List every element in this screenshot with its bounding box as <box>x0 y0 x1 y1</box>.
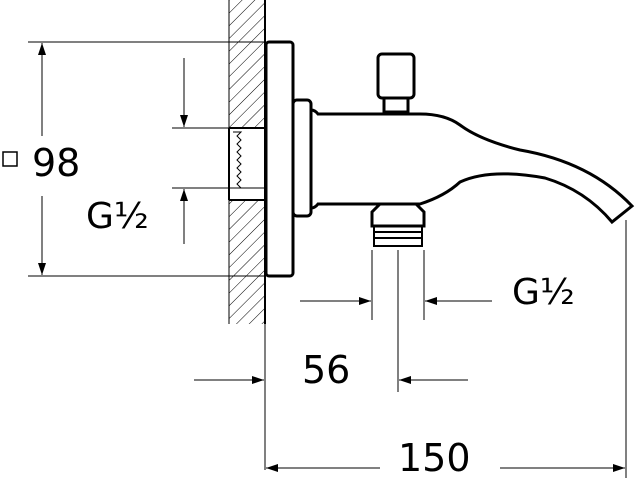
wall <box>228 0 266 324</box>
wall-plate <box>264 40 295 278</box>
dimension-offset: 56 <box>194 250 468 470</box>
inlet-thread <box>228 127 265 201</box>
length-label: 150 <box>398 436 471 480</box>
wall-hatch-bottom <box>229 200 265 324</box>
body-spout <box>310 108 635 225</box>
thread-right-label: G½ <box>512 272 575 313</box>
wall-hatch-top <box>229 0 265 128</box>
inlet-thread-outline <box>228 127 265 201</box>
square-symbol <box>2 151 18 167</box>
dimension-thread-left: G½ <box>86 58 229 244</box>
inlet-thread-teeth <box>233 131 243 189</box>
diverter-knob <box>376 52 416 100</box>
mixer-body <box>264 40 635 278</box>
offset-label: 56 <box>302 348 350 392</box>
flange <box>291 98 313 218</box>
thread-left-label: G½ <box>86 196 149 237</box>
outlet-thread <box>373 226 423 247</box>
dimension-thread-right: G½ <box>300 250 575 320</box>
dimension-length: 150 <box>266 220 627 480</box>
diverter-stem <box>382 96 410 114</box>
height-label: 98 <box>32 141 80 185</box>
dimension-height: 98 <box>2 41 266 277</box>
outlet-nut <box>370 202 426 228</box>
